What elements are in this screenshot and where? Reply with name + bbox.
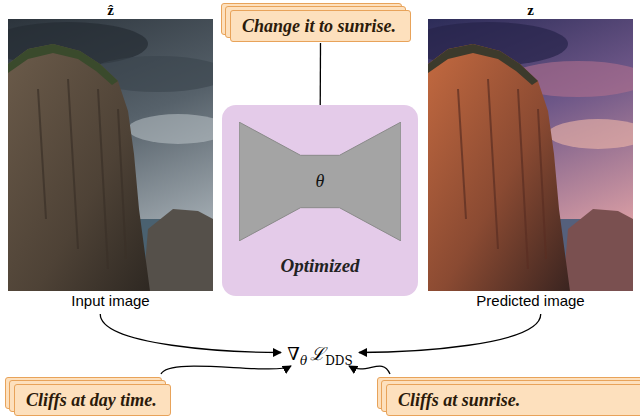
flow-arrow <box>349 366 390 374</box>
nabla-symbol: ∇ <box>287 343 300 364</box>
loss-symbol: ℒ <box>310 343 325 364</box>
image-panel: ẑInput image <box>8 1 213 311</box>
image-caption: Predicted image <box>428 291 633 311</box>
prompt-card: Cliffs at day time. <box>14 384 171 416</box>
latent-symbol: ẑ <box>8 1 213 19</box>
network-bowtie: θ <box>239 122 401 241</box>
flow-arrow <box>359 314 541 353</box>
prompt-card: Cliffs at sunrise. <box>386 384 640 416</box>
prompt-text: Cliffs at sunrise. <box>386 384 640 416</box>
gradient-subscript: θ <box>300 354 307 368</box>
loss-term: ∇θℒDDS <box>285 341 355 364</box>
image-panel: zPredicted image <box>428 1 633 311</box>
predicted-photo <box>428 19 633 291</box>
flow-arrow <box>100 314 281 353</box>
model-box: Optimized θ <box>222 105 418 296</box>
loss-subscript: DDS <box>325 354 352 368</box>
image-slot <box>8 19 213 291</box>
prompt-text: Cliffs at day time. <box>14 384 171 416</box>
parameter-symbol: θ <box>239 171 401 192</box>
input-photo <box>8 19 213 291</box>
model-label: Optimized <box>222 255 418 277</box>
image-slot <box>428 19 633 291</box>
loss-formula: ∇θℒDDS <box>287 343 352 364</box>
flow-arrow <box>161 366 291 374</box>
image-caption: Input image <box>8 291 213 311</box>
latent-symbol: z <box>428 1 633 19</box>
prompt-text: Change it to sunrise. <box>230 10 411 42</box>
prompt-card: Change it to sunrise. <box>230 10 411 42</box>
